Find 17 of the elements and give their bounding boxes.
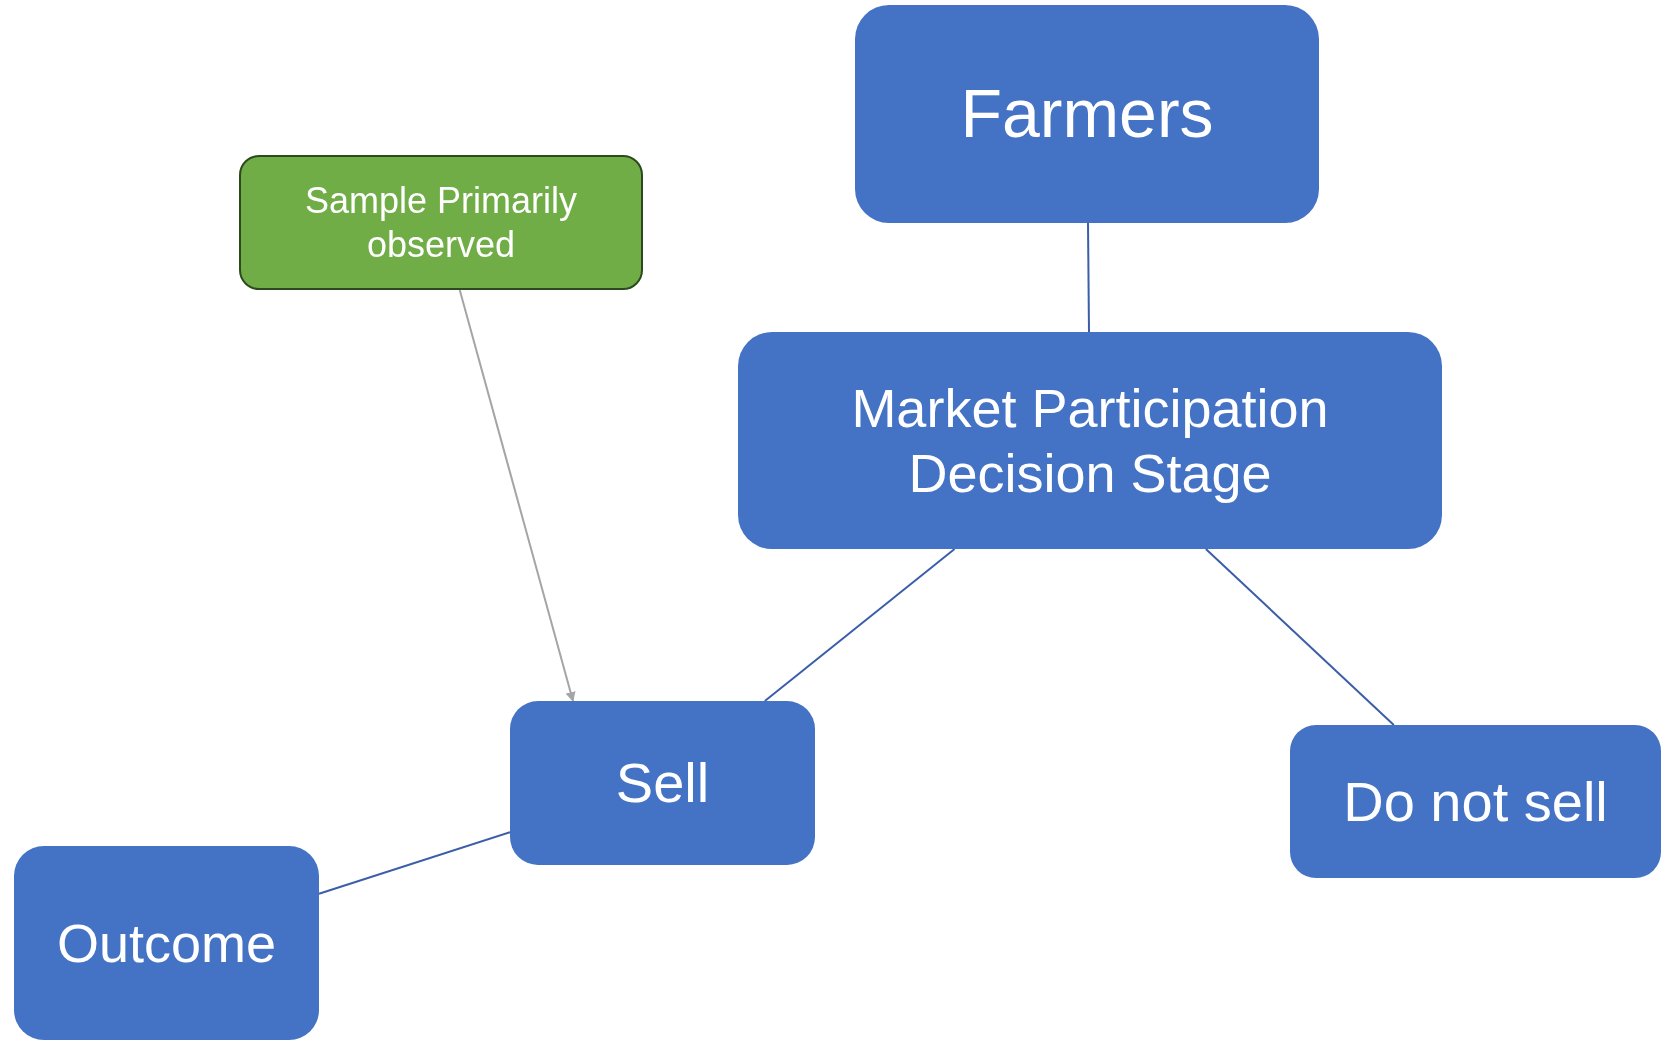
process-box <box>14 846 319 1040</box>
process-box <box>510 701 815 865</box>
connector-line <box>763 548 956 702</box>
box-label: Market Participation Decision Stage <box>850 376 1330 505</box>
connector-line <box>1204 548 1395 726</box>
connector-line <box>318 831 511 895</box>
connector-line <box>1087 222 1090 333</box>
process-box <box>855 5 1319 223</box>
note-box <box>239 155 643 290</box>
box-label: Farmers <box>960 74 1214 154</box>
box-label: Sample Primarily observed <box>303 179 579 266</box>
box-label: Do not sell <box>1343 768 1608 835</box>
box-label: Sell <box>615 750 710 817</box>
process-box <box>738 332 1442 549</box>
box-label: Outcome <box>56 911 277 975</box>
process-box <box>1290 725 1661 878</box>
arrow <box>458 289 576 702</box>
